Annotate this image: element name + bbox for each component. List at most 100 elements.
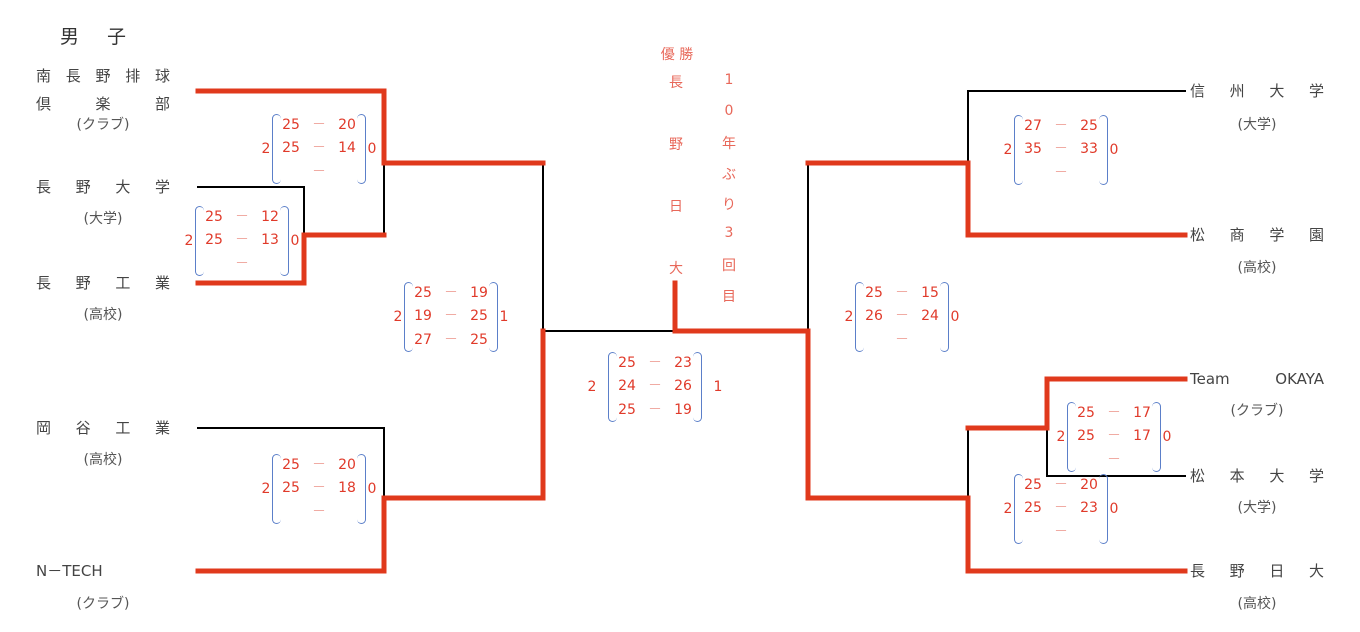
set-row: 25－23 bbox=[617, 352, 693, 375]
dash: － bbox=[1054, 500, 1068, 517]
set-row: － bbox=[281, 161, 357, 184]
set-score-winner: 27 bbox=[1024, 118, 1042, 135]
champion-label: 優 勝 bbox=[660, 47, 694, 63]
sets-lost: 0 bbox=[1109, 501, 1119, 517]
set-score-loser bbox=[920, 329, 940, 352]
set-row: 25－17 bbox=[1076, 402, 1152, 425]
set-row: 25－18 bbox=[281, 477, 357, 500]
set-row: 27－25 bbox=[1023, 115, 1099, 138]
set-score-winner bbox=[1076, 449, 1096, 472]
set-score-loser: 15 bbox=[921, 285, 939, 302]
set-score-loser: 20 bbox=[1080, 477, 1098, 494]
set-score-winner: 25 bbox=[205, 232, 223, 249]
sets-won: 2 bbox=[393, 309, 403, 325]
dash: － bbox=[312, 117, 326, 134]
dash: － bbox=[895, 285, 909, 302]
dash: － bbox=[895, 331, 909, 348]
team-naganodaigaku-name: 長野大学 bbox=[36, 178, 170, 196]
set-row: 25－19 bbox=[617, 399, 693, 422]
team-ntech-type: (クラブ) bbox=[76, 596, 130, 612]
set-score-loser: 20 bbox=[338, 457, 356, 474]
set-score-loser: 23 bbox=[1080, 500, 1098, 517]
sets-won: 2 bbox=[184, 233, 194, 249]
set-row: 25－20 bbox=[1023, 474, 1099, 497]
set-row: 24－26 bbox=[617, 375, 693, 398]
sets-lost: 1 bbox=[713, 379, 723, 395]
team-naganonichidai-type: (高校) bbox=[1237, 596, 1277, 612]
set-row: 25 － 20 bbox=[281, 454, 357, 477]
team-minaminagano-name: 南長野排球 bbox=[36, 67, 170, 85]
set-score-loser: 24 bbox=[921, 308, 939, 325]
set-score-winner: 25 bbox=[282, 140, 300, 157]
right-brace bbox=[357, 114, 366, 184]
sets-won: 2 bbox=[844, 309, 854, 325]
set-score-loser: 19 bbox=[674, 401, 692, 418]
set-score-winner: 24 bbox=[618, 378, 636, 395]
set-score-winner: 25 bbox=[1077, 428, 1095, 445]
sets-lost: 0 bbox=[1162, 429, 1172, 445]
set-score-winner bbox=[281, 161, 301, 184]
set-score-loser: 13 bbox=[261, 232, 279, 249]
sets-lost: 0 bbox=[367, 141, 377, 157]
set-score-winner: 25 bbox=[414, 285, 432, 302]
right-brace bbox=[1152, 402, 1161, 472]
set-row: 25－20 bbox=[281, 114, 357, 137]
dash: － bbox=[895, 308, 909, 325]
dash: － bbox=[312, 457, 326, 474]
left-brace bbox=[1067, 402, 1076, 472]
set-row: 25－12 bbox=[204, 206, 280, 229]
team-matsusho-name: 松商学園 bbox=[1190, 226, 1324, 244]
left-brace bbox=[855, 282, 864, 352]
sets-won: 2 bbox=[1056, 429, 1066, 445]
right-brace bbox=[357, 454, 366, 524]
sets-lost: 1 bbox=[499, 309, 509, 325]
team-shinshu-name: 信州大学 bbox=[1190, 82, 1324, 100]
set-score-winner bbox=[1023, 521, 1043, 544]
right-brace bbox=[693, 352, 702, 422]
set-score-loser: 20 bbox=[338, 117, 356, 134]
dash: － bbox=[312, 163, 326, 180]
sets-won: 2 bbox=[1003, 142, 1013, 158]
left-brace bbox=[608, 352, 617, 422]
set-row: － bbox=[1023, 162, 1099, 185]
dash: － bbox=[235, 232, 249, 249]
dash: － bbox=[648, 355, 662, 372]
set-row: － bbox=[864, 329, 940, 352]
set-score-loser: 17 bbox=[1133, 405, 1151, 422]
champion-note-char: り bbox=[722, 197, 736, 213]
right-brace bbox=[489, 282, 498, 352]
left-brace bbox=[1014, 115, 1023, 185]
set-row: － bbox=[281, 501, 357, 524]
champion-note-char: 回 bbox=[722, 258, 736, 274]
dash: － bbox=[444, 285, 458, 302]
set-score-winner: 25 bbox=[282, 457, 300, 474]
set-row: 25 － 13 bbox=[204, 229, 280, 252]
team-matsumoto-name: 松本大学 bbox=[1190, 467, 1324, 485]
champion-note-char: 0 bbox=[724, 102, 734, 119]
sets-lost: 0 bbox=[950, 309, 960, 325]
set-score-winner bbox=[864, 329, 884, 352]
set-score-loser bbox=[337, 501, 357, 524]
set-row: 25－19 bbox=[413, 282, 489, 305]
set-score-loser: 17 bbox=[1133, 428, 1151, 445]
sets-lost: 0 bbox=[367, 481, 377, 497]
sets-won: 2 bbox=[587, 379, 597, 395]
dash: － bbox=[312, 140, 326, 157]
set-row: 35－33 bbox=[1023, 138, 1099, 161]
set-score-loser bbox=[260, 253, 280, 276]
set-score-winner: 25 bbox=[1024, 500, 1042, 517]
set-score-winner: 25 bbox=[282, 480, 300, 497]
dash: － bbox=[1054, 164, 1068, 181]
dash: － bbox=[235, 255, 249, 272]
dash: － bbox=[1107, 428, 1121, 445]
champion-note-char: 目 bbox=[722, 288, 736, 305]
dash: － bbox=[1107, 451, 1121, 468]
set-row: － bbox=[1076, 449, 1152, 472]
champion-team-char: 長 bbox=[669, 75, 683, 91]
